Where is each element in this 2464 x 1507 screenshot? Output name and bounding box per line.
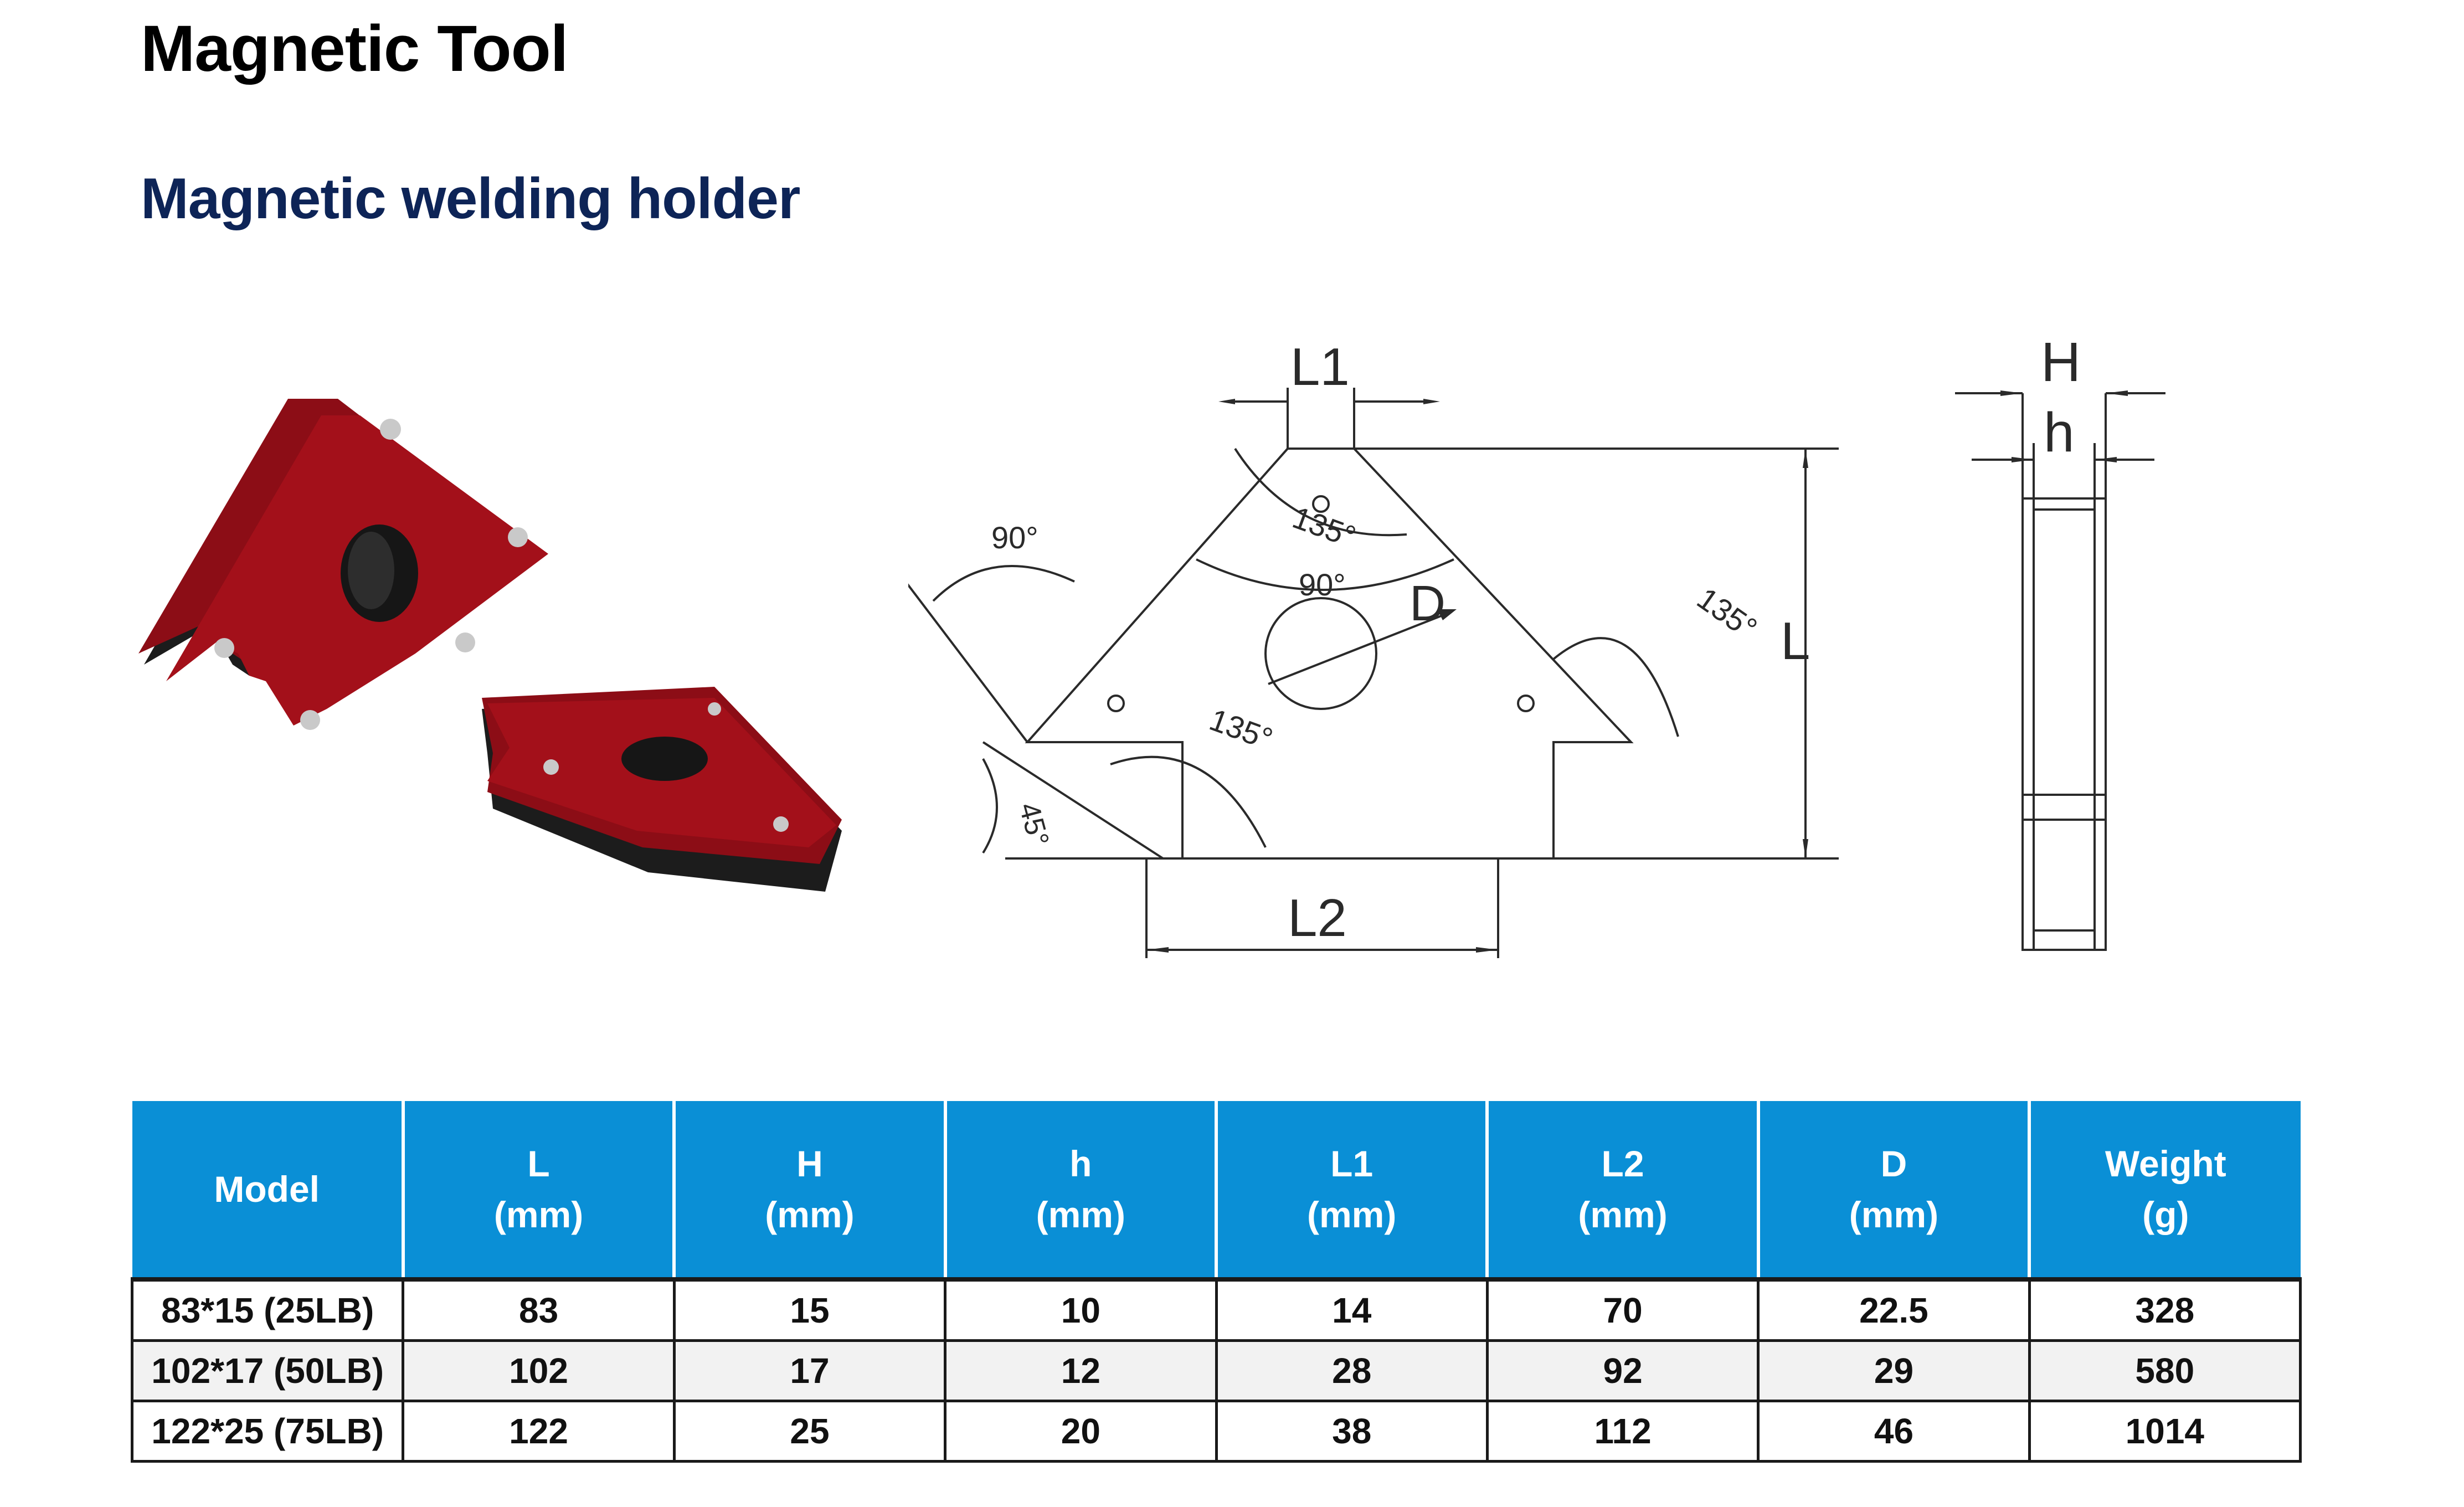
header-l2: L2 (mm)	[1487, 1101, 1760, 1279]
cell-model: 83*15 (25LB)	[130, 1277, 405, 1342]
header-unit: (mm)	[1036, 1194, 1125, 1235]
cell-l: 83	[402, 1277, 676, 1342]
header-unit: (mm)	[1849, 1194, 1939, 1235]
label-h: h	[2044, 402, 2075, 464]
cell-l1: 14	[1215, 1277, 1489, 1342]
label-angle-90-center: 90°	[1299, 567, 1346, 602]
cell-h-upper: 15	[672, 1277, 947, 1342]
table-row: 122*25 (75LB) 122 25 20 38 112 46 1014	[130, 1400, 2302, 1463]
cell-h-lower: 20	[944, 1400, 1218, 1463]
cell-l1: 38	[1215, 1400, 1489, 1463]
label-L: L	[1781, 611, 1810, 671]
cell-l2: 92	[1485, 1339, 1760, 1402]
label-angle-90-left: 90°	[991, 520, 1038, 555]
cell-l2: 112	[1485, 1400, 1760, 1463]
cell-l1: 28	[1215, 1339, 1489, 1402]
page-title: Magnetic Tool	[141, 12, 568, 85]
cell-model: 122*25 (75LB)	[130, 1400, 405, 1463]
header-label: h	[1069, 1143, 1092, 1184]
header-unit: (mm)	[1307, 1194, 1397, 1235]
header-label: Model	[214, 1169, 320, 1210]
label-H: H	[2041, 331, 2081, 393]
cell-l: 102	[402, 1339, 676, 1402]
side-view-drawing: H h	[1955, 331, 2165, 951]
header-d: D (mm)	[1758, 1101, 2031, 1279]
header-label: L1	[1330, 1143, 1374, 1184]
magnetic-arrow-holder-photo	[138, 399, 842, 892]
front-view-drawing: L1 L L2 D 90° 90° 135° 135° 135° 45°	[908, 337, 1839, 958]
cell-d: 46	[1757, 1400, 2031, 1463]
cell-weight: 328	[2028, 1277, 2302, 1342]
cell-weight: 1014	[2028, 1400, 2302, 1463]
header-label: L2	[1601, 1143, 1644, 1184]
cell-l: 122	[402, 1400, 676, 1463]
cell-weight: 580	[2028, 1339, 2302, 1402]
header-model: Model	[132, 1101, 405, 1279]
cell-h-upper: 17	[672, 1339, 947, 1402]
header-label: H	[796, 1143, 823, 1184]
cell-h-upper: 25	[672, 1400, 947, 1463]
header-l: L (mm)	[403, 1101, 676, 1279]
header-h-upper: H (mm)	[674, 1101, 947, 1279]
header-l1: L1 (mm)	[1216, 1101, 1489, 1279]
table-header-row: Model L (mm) H (mm) h (mm) L1 (mm) L2 (mm) D (…	[132, 1101, 2301, 1279]
table-row: 102*17 (50LB) 102 17 12 28 92 29 580	[130, 1339, 2302, 1402]
label-D: D	[1410, 576, 1446, 631]
table-row: 83*15 (25LB) 83 15 10 14 70 22.5 328	[130, 1277, 2302, 1342]
header-h-lower: h (mm)	[945, 1101, 1218, 1279]
label-angle-135-top: 135°	[1288, 500, 1360, 554]
cell-d: 22.5	[1757, 1277, 2031, 1342]
label-L1: L1	[1290, 337, 1350, 397]
label-angle-135-right: 135°	[1691, 580, 1763, 646]
label-angle-45: 45°	[1012, 799, 1054, 850]
section-title: Magnetic welding holder	[141, 167, 800, 231]
cell-model: 102*17 (50LB)	[130, 1339, 405, 1402]
cell-h-lower: 12	[944, 1339, 1218, 1402]
cell-d: 29	[1757, 1339, 2031, 1402]
header-unit: (g)	[2142, 1194, 2189, 1235]
cell-h-lower: 10	[944, 1277, 1218, 1342]
label-L2: L2	[1288, 888, 1347, 948]
header-unit: (mm)	[493, 1194, 584, 1235]
header-weight: Weight (g)	[2029, 1101, 2301, 1279]
cell-l2: 70	[1485, 1277, 1760, 1342]
label-angle-135-bottom: 135°	[1205, 702, 1277, 757]
header-label: L	[527, 1143, 550, 1184]
spec-table: Model L (mm) H (mm) h (mm) L1 (mm) L2 (mm) D (…	[130, 1101, 2302, 1463]
header-unit: (mm)	[765, 1194, 855, 1235]
header-label: Weight	[2105, 1143, 2226, 1184]
header-label: D	[1880, 1143, 1907, 1184]
header-unit: (mm)	[1578, 1194, 1668, 1235]
